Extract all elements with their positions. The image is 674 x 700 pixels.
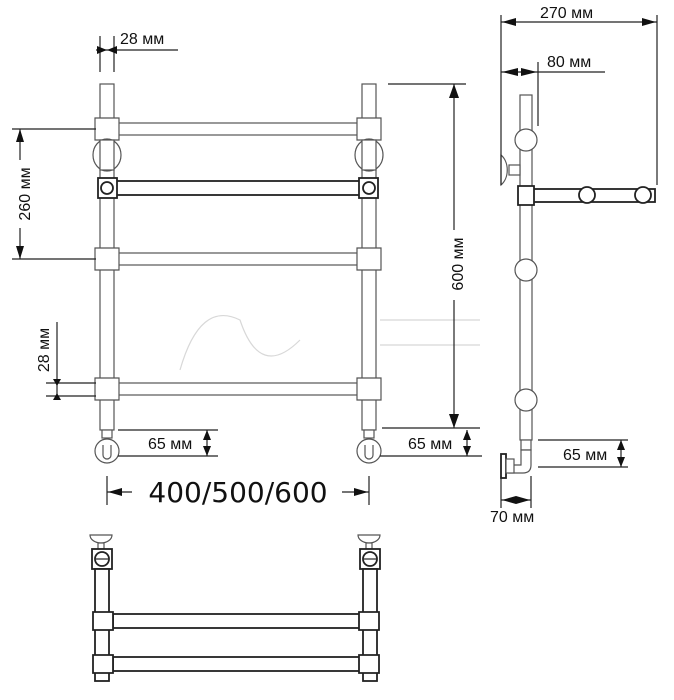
dim-wall-offset: 80 мм	[501, 54, 605, 126]
dim-depth: 270 мм	[500, 5, 658, 185]
bar-third	[113, 252, 363, 266]
top-right-wall-cap-icon	[357, 534, 381, 544]
side-view	[500, 94, 656, 479]
bar-second	[113, 180, 363, 196]
dim-top-spacing: 260 мм	[12, 128, 96, 260]
front-view	[92, 83, 384, 464]
top-bar-front	[112, 613, 364, 629]
bar-bottom	[113, 382, 363, 396]
bar-top	[113, 122, 363, 136]
label-inlet-projection: 70 мм	[490, 509, 534, 526]
dim-pipe-diameter: 28 мм	[96, 31, 178, 72]
side-inlet-flange-icon	[500, 453, 507, 479]
dim-inlet-projection: 70 мм	[490, 476, 534, 526]
dim-bar-thickness: 28 мм	[36, 322, 96, 400]
label-pipe-diameter: 28 мм	[120, 31, 164, 48]
dim-side-inlet: 65 мм	[538, 439, 628, 468]
watermark	[179, 315, 480, 371]
label-width: 400/500/600	[148, 476, 327, 509]
label-bar-thickness: 28 мм	[36, 328, 53, 372]
dim-width: 400/500/600	[106, 476, 370, 509]
dim-left-inlet: 65 мм	[118, 429, 218, 457]
label-left-inlet: 65 мм	[148, 436, 192, 453]
label-height: 600 мм	[450, 237, 467, 290]
label-depth: 270 мм	[540, 5, 593, 22]
label-side-inlet: 65 мм	[563, 447, 607, 464]
label-wall-offset: 80 мм	[547, 54, 591, 71]
dim-height: 600 мм	[382, 83, 480, 429]
label-right-inlet: 65 мм	[408, 436, 452, 453]
top-left-wall-cap-icon	[89, 534, 113, 544]
side-wall-bracket-icon	[500, 153, 508, 187]
top-view	[89, 534, 381, 682]
label-top-spacing: 260 мм	[17, 167, 34, 220]
top-bar-back	[112, 656, 364, 672]
dim-right-inlet: 65 мм	[380, 430, 482, 457]
